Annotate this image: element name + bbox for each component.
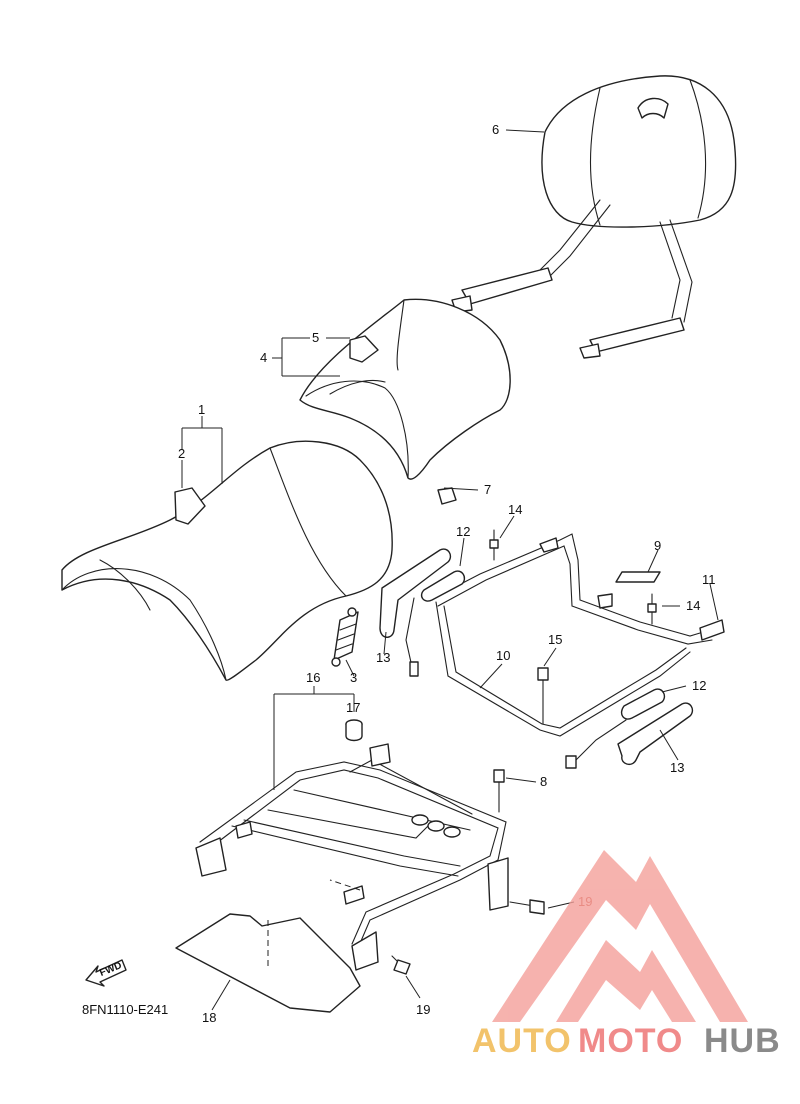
callout-17: 17 [346, 700, 360, 715]
seat-base-frame [195, 743, 509, 971]
callout-10: 10 [496, 648, 510, 663]
callout-19-lower: 19 [416, 1002, 430, 1017]
callout-15: 15 [548, 632, 562, 647]
watermark-text-auto: AUTO [472, 1022, 572, 1060]
front-seat [61, 440, 393, 681]
callout-14-right: 14 [686, 598, 700, 613]
rear-seat-tab [349, 335, 379, 363]
callout-7: 7 [484, 482, 491, 497]
callout-9: 9 [654, 538, 661, 553]
cable-lower [565, 719, 627, 769]
callout-14-upper: 14 [508, 502, 522, 517]
watermark-logo-icon [492, 850, 748, 1022]
backrest-pad [541, 75, 737, 228]
callout-numbers: 1 2 3 4 5 6 7 8 9 10 11 12 12 13 13 14 1… [178, 122, 716, 1025]
callout-3: 3 [350, 670, 357, 685]
bolt-8 [493, 769, 505, 813]
callout-1: 1 [198, 402, 205, 417]
rivet-right [647, 593, 657, 625]
fwd-arrow-icon: FWD [85, 959, 127, 987]
callout-13-lower: 13 [670, 760, 684, 775]
bolt-19-right [509, 899, 545, 915]
bolt-15 [537, 667, 549, 725]
watermark-text-hub: HUB [704, 1022, 781, 1060]
backrest-stay [451, 199, 693, 359]
grip-lower [620, 688, 666, 720]
callout-8: 8 [540, 774, 547, 789]
cover-upper [379, 548, 452, 638]
callout-13-upper: 13 [376, 650, 390, 665]
grab-bar-frame [429, 533, 725, 737]
callout-6: 6 [492, 122, 499, 137]
seat-spring [331, 607, 359, 667]
grip-upper [420, 570, 466, 602]
callout-16: 16 [306, 670, 320, 685]
leader-lines [181, 129, 719, 1011]
cable-upper [405, 597, 419, 677]
callout-18: 18 [202, 1010, 216, 1025]
callout-2: 2 [178, 446, 185, 461]
watermark-text: AUTO MOTO HUB [472, 1022, 781, 1060]
callout-12-upper: 12 [456, 524, 470, 539]
bolt-19-lower [391, 955, 411, 975]
rivet-upper [489, 529, 499, 561]
damper [345, 719, 363, 742]
callout-4: 4 [260, 350, 267, 365]
diagram-code: 8FN1110-E241 [82, 1002, 168, 1017]
nut [437, 487, 457, 505]
label-plate [615, 571, 661, 583]
callout-12-lower: 12 [692, 678, 706, 693]
cover-lower [617, 702, 694, 766]
watermark-text-moto: MOTO [578, 1022, 683, 1060]
callout-11: 11 [702, 572, 716, 587]
callout-5: 5 [312, 330, 319, 345]
